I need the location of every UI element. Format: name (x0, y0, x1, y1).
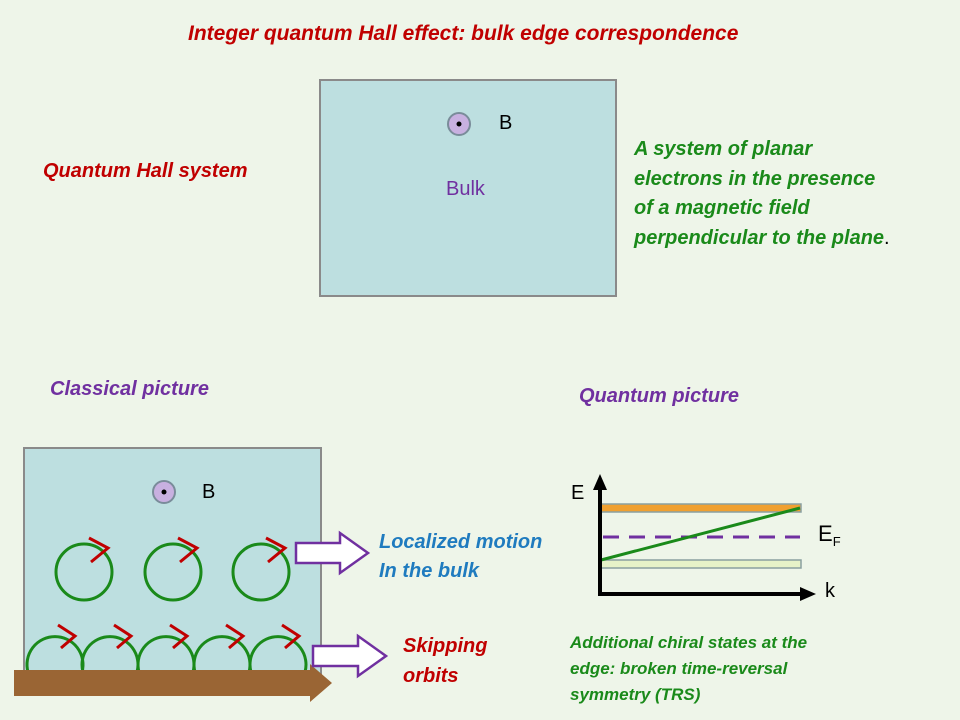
quantum-hall-panel (319, 79, 617, 297)
bulk-orbit (231, 542, 291, 602)
momentum-axis-arrowhead (800, 587, 816, 601)
field-label-b: B (202, 481, 216, 503)
bulk-orbits (54, 536, 291, 602)
system-description: A system of planar electrons in the pres… (634, 135, 954, 253)
energy-axis-arrowhead (593, 474, 607, 490)
page-title: Integer quantum Hall effect: bulk edge c… (188, 22, 739, 45)
landau-level-orange (600, 503, 802, 513)
quantum-picture-label: Quantum picture (579, 385, 740, 407)
orbit-direction-chevron (57, 623, 78, 650)
chiral-states-note: Additional chiral states at the edge: br… (570, 633, 808, 704)
quantum-hall-label: Quantum Hall system (43, 160, 248, 182)
localized-motion-label: Localized motion In the bulk (379, 531, 543, 582)
chiral-edge-state (600, 506, 801, 562)
description-line: electrons in the presence (634, 167, 876, 190)
classical-picture-label: Classical picture (50, 378, 209, 400)
description-line: A system of planar (634, 138, 813, 160)
momentum-axis-label: k (825, 580, 835, 602)
orbit-direction-chevron (88, 536, 111, 564)
description-line: perpendicular to the plane. (634, 226, 890, 249)
bulk-orbit (54, 542, 114, 602)
landau-level-light (600, 559, 802, 569)
magnetic-field-out-of-plane-icon (447, 112, 471, 136)
orbit-direction-chevron (169, 623, 190, 650)
fermi-energy-label: EF (818, 521, 841, 549)
description-line: of a magnetic field (634, 197, 810, 219)
band-diagram (593, 474, 816, 601)
bulk-orbit (143, 542, 203, 602)
magnetic-field-out-of-plane-icon (152, 480, 176, 504)
skipping-orbits (25, 623, 308, 673)
energy-axis-label: E (571, 482, 585, 504)
field-label-b: B (499, 112, 513, 134)
bulk-label: Bulk (446, 178, 485, 200)
pointer-arrow-localized (294, 530, 371, 576)
orbit-direction-chevron (281, 623, 302, 650)
orbit-direction-chevron (265, 536, 288, 564)
orbit-direction-chevron (177, 536, 200, 564)
pointer-arrow-skipping (311, 633, 389, 679)
orbit-direction-chevron (113, 623, 134, 650)
skipping-orbits-label: Skipping orbits (403, 635, 488, 687)
description-period: . (884, 226, 890, 249)
orbit-direction-chevron (225, 623, 246, 650)
edge-arrow (14, 664, 332, 702)
